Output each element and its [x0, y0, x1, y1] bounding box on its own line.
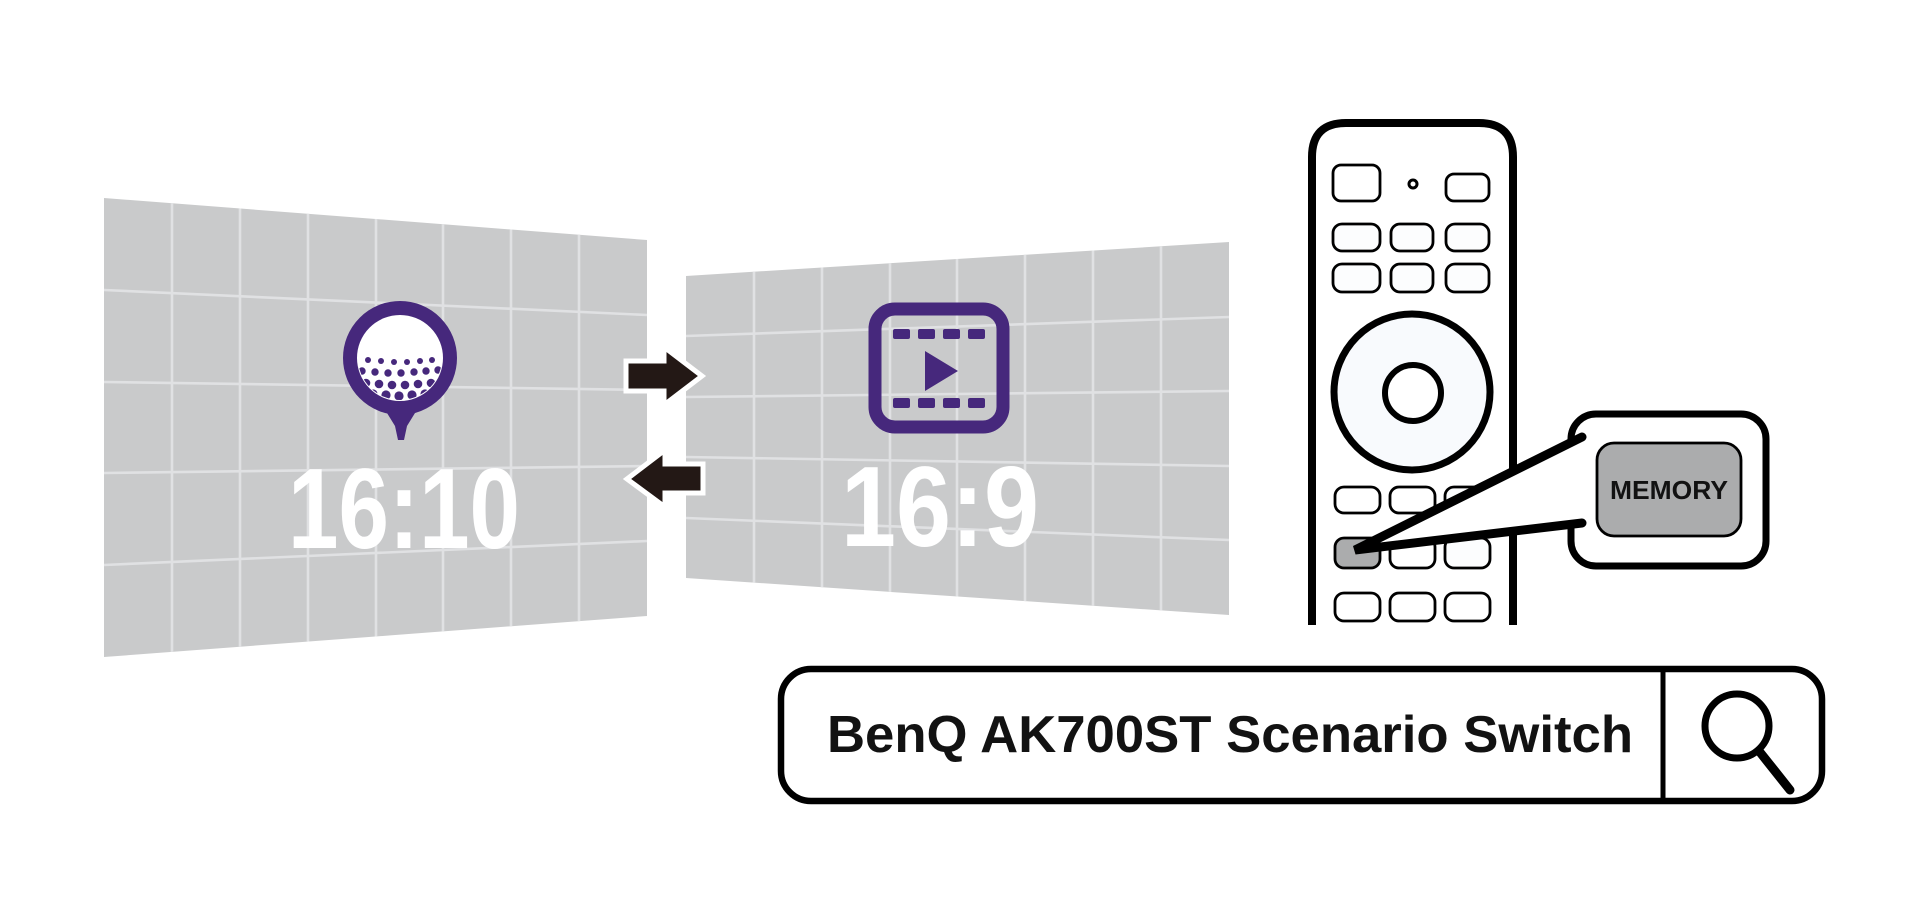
switch-arrows	[622, 341, 707, 512]
callout-memory-button	[1595, 441, 1743, 538]
search-button[interactable]	[1701, 690, 1795, 795]
remote-button	[1331, 222, 1382, 253]
memory-callout: MEMORY	[1352, 410, 1770, 570]
remote-button	[1388, 591, 1437, 623]
left-screen-16-10: 16:10	[104, 198, 647, 657]
remote-ok-button	[1382, 362, 1444, 424]
remote-button	[1444, 222, 1491, 253]
callout-memory-label: MEMORY	[1610, 475, 1728, 505]
left-aspect-label: 16:10	[288, 446, 520, 573]
right-screen-16-9: 16:9	[686, 242, 1229, 615]
remote-button	[1333, 485, 1382, 515]
projector-remote-control	[1308, 119, 1517, 625]
search-query-text: BenQ AK700ST Scenario Switch	[827, 706, 1633, 764]
search-input[interactable]	[777, 665, 1826, 805]
remote-body-outline	[1308, 119, 1517, 625]
right-aspect-label: 16:9	[841, 444, 1039, 571]
arrow-right-icon	[623, 341, 707, 411]
magnifier-icon	[1701, 690, 1795, 795]
play-triangle	[925, 351, 958, 391]
film-sprockets-bottom	[893, 398, 985, 408]
remote-button	[1333, 591, 1382, 623]
remote-button	[1388, 485, 1437, 515]
remote-button	[1331, 262, 1382, 294]
remote-button	[1444, 262, 1491, 294]
video-play-icon	[868, 302, 1010, 434]
golf-ball-icon	[343, 301, 457, 440]
remote-led-indicator	[1407, 178, 1419, 190]
remote-button	[1389, 262, 1435, 294]
remote-button	[1444, 172, 1491, 203]
golf-tee	[387, 413, 415, 440]
search-bar: BenQ AK700ST Scenario Switch	[777, 665, 1826, 805]
remote-button	[1389, 222, 1435, 253]
film-sprockets-top	[893, 329, 985, 339]
arrow-left-icon	[622, 444, 706, 512]
right-screen-grid	[686, 242, 1229, 615]
remote-power-button	[1331, 163, 1382, 203]
remote-button	[1443, 591, 1492, 623]
